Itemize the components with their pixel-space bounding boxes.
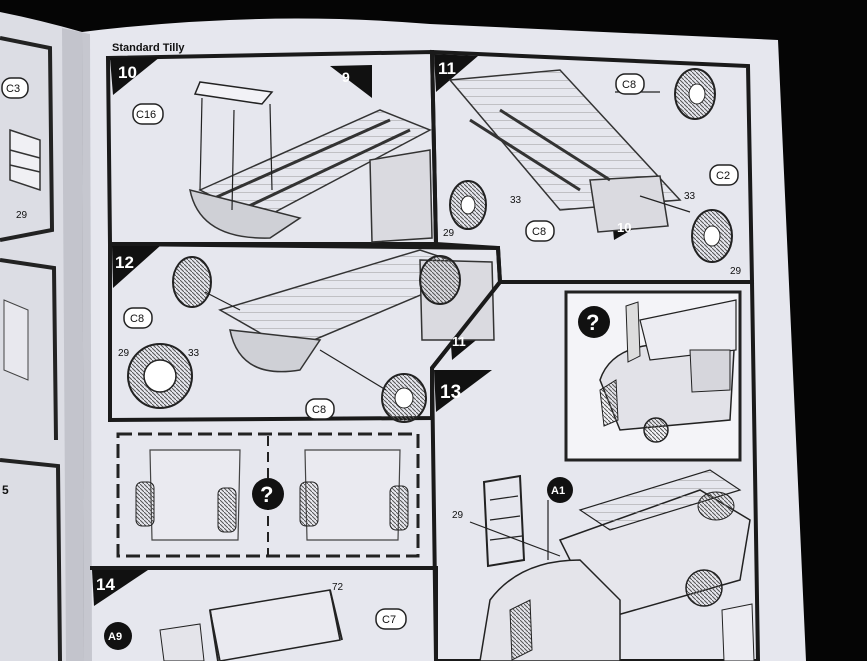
- callout-c3: C3: [6, 83, 20, 95]
- step-number-11: 11: [438, 59, 456, 78]
- booklet-title: Standard Tilly: [112, 42, 185, 54]
- part-number-72: 72: [332, 582, 344, 593]
- callout-a1: A1: [551, 485, 565, 497]
- part-number-29-step11-left: 29: [443, 228, 455, 239]
- step-10-badge-bg: [110, 57, 160, 95]
- step-10-chassis-drawing: [189, 81, 433, 243]
- step-13-truck-drawing: [469, 469, 755, 661]
- reference-truck-drawing: [599, 299, 737, 443]
- step-13-badge-bg: [434, 370, 492, 412]
- step-14-badge-bg: [92, 570, 148, 606]
- part-number-29-left: 29: [16, 210, 28, 221]
- step-number-10: 10: [118, 63, 137, 82]
- part-number-33-step11-left: 33: [510, 195, 522, 206]
- step-ref-9: 9: [342, 69, 350, 85]
- callout-c7: C7: [382, 614, 396, 626]
- step-11-wheels: [449, 68, 733, 263]
- callout-c8-step12-top: C8: [130, 313, 144, 325]
- callout-c8-step11-top: C8: [622, 79, 636, 91]
- callout-a9: A9: [108, 631, 122, 643]
- part-number-33-step11-right: 33: [684, 191, 696, 202]
- step-11-badge-bg: [434, 54, 478, 92]
- ref-9-badge-bg: [330, 65, 372, 98]
- callout-c8-step11-bottom: C8: [532, 226, 546, 238]
- step-number-12: 12: [115, 253, 134, 272]
- step-14-drawing: [159, 589, 343, 661]
- left-page-panels: [0, 36, 62, 661]
- part-number-29-step13: 29: [452, 510, 464, 521]
- callout-c8-step12-bottom: C8: [312, 404, 326, 416]
- part-number-29-step12: 29: [118, 348, 130, 359]
- part-number-29-step11-right: 29: [730, 266, 742, 277]
- callout-c2: C2: [716, 170, 730, 182]
- question-icon-reference: ?: [586, 310, 599, 335]
- step-12-badge-bg: [112, 246, 160, 288]
- step-number-5-left-page: 5: [2, 483, 9, 497]
- callout-c16: C16: [136, 109, 156, 121]
- page-gutter: [62, 28, 92, 661]
- part-number-33-step12: 33: [188, 348, 200, 359]
- step-number-13: 13: [440, 382, 461, 403]
- wheel-options-box: [116, 432, 420, 558]
- panel-step-14-border: [90, 566, 438, 661]
- step-ref-11: 11: [452, 334, 466, 349]
- step-ref-10: 10: [617, 220, 631, 235]
- step-12-chassis-drawing: [127, 249, 495, 423]
- step-number-14: 14: [96, 575, 115, 594]
- question-icon-options: ?: [260, 482, 273, 507]
- step-11-chassis-drawing: [448, 69, 682, 233]
